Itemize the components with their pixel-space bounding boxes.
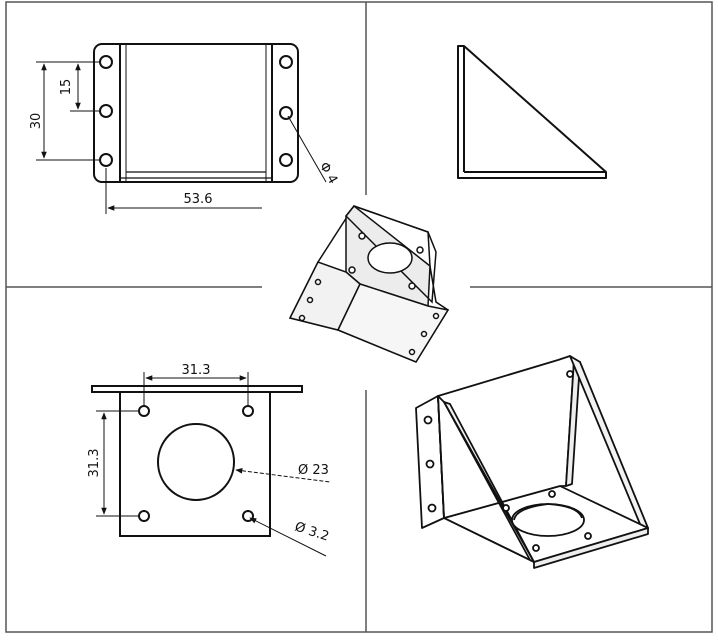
base-hole bbox=[99, 55, 113, 69]
motor-hole bbox=[408, 282, 416, 290]
motor-hole-diameter-label: Ø 3.2 bbox=[293, 520, 331, 545]
motor-hole bbox=[532, 544, 540, 552]
motor-hole bbox=[502, 504, 510, 512]
motor-hole bbox=[242, 510, 254, 522]
base-hole bbox=[566, 370, 574, 378]
base-hole bbox=[432, 312, 440, 320]
base-hole bbox=[423, 415, 433, 425]
motor-hole bbox=[548, 490, 556, 498]
base-hole-diameter-label: Φ 4 bbox=[316, 160, 340, 187]
base-hole bbox=[279, 153, 293, 167]
base-hole bbox=[314, 278, 322, 286]
base-hole bbox=[425, 459, 435, 469]
base-hole bbox=[408, 348, 416, 356]
motor-hole bbox=[348, 266, 356, 274]
base-plate-dimensions bbox=[36, 61, 327, 214]
base-hole bbox=[279, 55, 293, 69]
isometric-view-large bbox=[415, 355, 649, 569]
base-hole-pitch-label: 15 bbox=[59, 79, 74, 96]
base-hole bbox=[420, 330, 428, 338]
motor-plate-dimensions bbox=[96, 372, 331, 557]
hole-spacing-vertical-label: 31.3 bbox=[87, 449, 102, 478]
isometric-view-small bbox=[288, 204, 450, 363]
motor-hole bbox=[584, 532, 592, 540]
base-hole bbox=[306, 296, 314, 304]
base-width-label: 53.6 bbox=[184, 192, 213, 207]
base-height-label: 30 bbox=[29, 113, 44, 130]
motor-hole bbox=[138, 510, 150, 522]
sheet-frame bbox=[5, 1, 713, 633]
base-hole bbox=[298, 314, 306, 322]
side-view bbox=[457, 45, 607, 179]
hole-spacing-horizontal-label: 31.3 bbox=[182, 363, 211, 378]
base-hole bbox=[427, 503, 437, 513]
motor-bore bbox=[367, 242, 413, 274]
motor-bore-diameter-label: Ø 23 bbox=[298, 463, 329, 478]
base-hole bbox=[99, 153, 113, 167]
motor-hole bbox=[242, 405, 254, 417]
motor-plate-front-view bbox=[91, 385, 303, 537]
motor-hole bbox=[358, 232, 366, 240]
base-hole bbox=[279, 106, 293, 120]
motor-bore bbox=[157, 423, 235, 501]
motor-hole bbox=[138, 405, 150, 417]
base-hole bbox=[99, 104, 113, 118]
base-plate-top-view bbox=[93, 43, 299, 183]
motor-hole bbox=[416, 246, 424, 254]
